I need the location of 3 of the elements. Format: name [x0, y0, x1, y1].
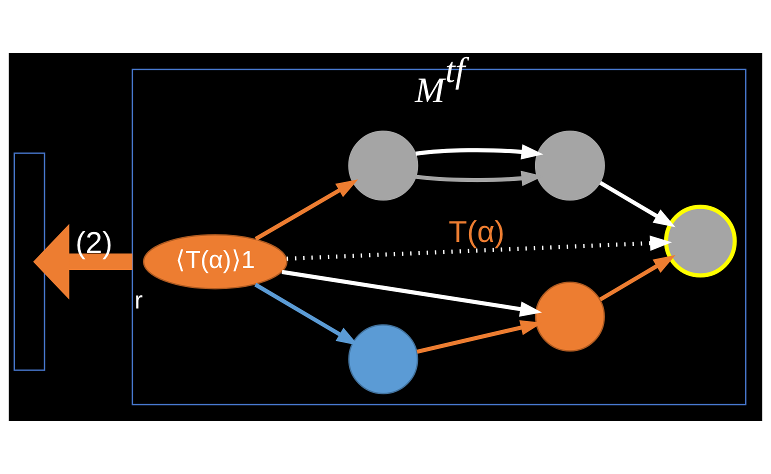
edge-label: (2)	[75, 226, 112, 260]
edge-label: T(α)	[448, 216, 505, 249]
node-label: r	[134, 288, 143, 315]
